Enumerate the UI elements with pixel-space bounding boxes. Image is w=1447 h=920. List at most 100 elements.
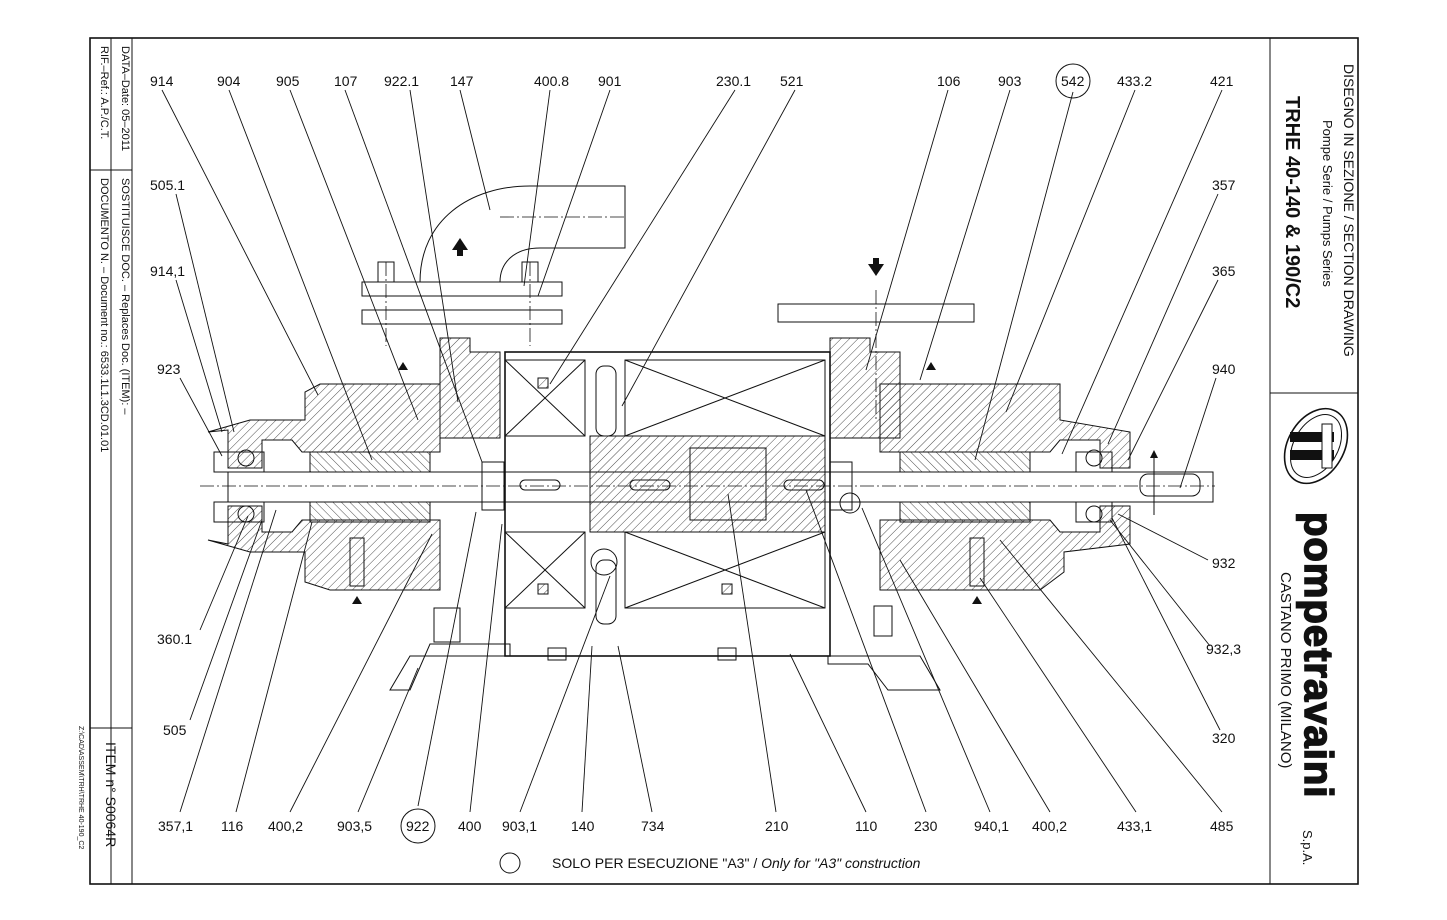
flow-up-arrow bbox=[452, 238, 468, 250]
right-support-bolt bbox=[873, 605, 893, 637]
title-line1-group: DISEGNO IN SEZIONE / SECTION DRAWING bbox=[1341, 64, 1357, 357]
label-485: 485 bbox=[1210, 818, 1234, 834]
left-bearing-outer-lower bbox=[213, 501, 265, 523]
item-number-text: ITEM n° S0064R bbox=[103, 742, 119, 847]
label-542-circle bbox=[1055, 63, 1091, 99]
elbow-pipe bbox=[419, 185, 626, 283]
title-line2-group: Pompe Serie / Pumps Series bbox=[1320, 120, 1335, 287]
impeller-right-top-x2 bbox=[624, 359, 826, 437]
left-bearing-ball-upper bbox=[237, 449, 255, 467]
label-932: 932 bbox=[1212, 555, 1236, 571]
rotation-arrow bbox=[1150, 450, 1158, 458]
label-914-1: 914,1 bbox=[150, 263, 185, 279]
company-name-group: pompetravaini bbox=[1295, 511, 1341, 799]
label-940-1: 940,1 bbox=[974, 818, 1009, 834]
callout-labels: 914 904 905 107 922.1 147 400.8 901 230.… bbox=[150, 63, 1241, 844]
ref-text: RIF.–Ref.: A.P./C.T. bbox=[98, 46, 110, 139]
label-357-1: 357,1 bbox=[158, 818, 193, 834]
casing-channel-top bbox=[595, 365, 617, 437]
label-433-2: 433.2 bbox=[1117, 73, 1152, 89]
replaces-text: SOSTITUISCE DOC. – Replaces Doc. (ITEM):… bbox=[119, 178, 131, 415]
keyway-2 bbox=[629, 479, 671, 491]
company-suffix-group: S.p.A. bbox=[1300, 830, 1315, 865]
a3-note-italian: SOLO PER ESECUZIONE "A3" / bbox=[552, 855, 761, 871]
label-107: 107 bbox=[334, 73, 358, 89]
port-square-1 bbox=[537, 377, 549, 389]
right-upper-arrow bbox=[926, 362, 936, 370]
file-path-group: Z:\CAD\ASSEM\TRH\TRHE 40-190_C2 bbox=[77, 726, 84, 849]
date-text: DATA–Date: 05–2011 bbox=[119, 46, 131, 151]
label-505-1: 505.1 bbox=[150, 177, 185, 193]
label-914: 914 bbox=[150, 73, 174, 89]
left-tie-bolt bbox=[349, 537, 365, 587]
label-542: 542 bbox=[1061, 73, 1085, 89]
impeller-left-top bbox=[504, 359, 586, 437]
left-shaft-sleeve bbox=[481, 461, 505, 511]
casing-channel-bottom bbox=[595, 559, 617, 625]
ref-text-group: RIF.–Ref.: A.P./C.T. bbox=[98, 46, 110, 139]
label-106: 106 bbox=[937, 73, 961, 89]
replaces-text-group: SOSTITUISCE DOC. – Replaces Doc. (ITEM):… bbox=[119, 178, 131, 415]
label-433-1: 433,1 bbox=[1117, 818, 1152, 834]
label-116: 116 bbox=[221, 818, 244, 834]
bottom-bolt-2 bbox=[717, 647, 737, 661]
left-foot bbox=[389, 643, 511, 691]
label-903-5: 903,5 bbox=[337, 818, 372, 834]
left-flange-top bbox=[361, 281, 563, 297]
label-505: 505 bbox=[163, 722, 187, 738]
port-square-2 bbox=[537, 583, 549, 595]
left-packing-lower bbox=[309, 501, 431, 523]
label-421: 421 bbox=[1210, 73, 1234, 89]
left-lower-arrow bbox=[352, 596, 362, 604]
company-location: CASTANO PRIMO (MILANO) bbox=[1277, 572, 1294, 768]
right-packing-lower bbox=[899, 501, 1031, 523]
label-521: 521 bbox=[780, 73, 804, 89]
document-number-text: DOCUMENTO N. – Document no.: 6533.1L1.3C… bbox=[98, 178, 110, 452]
file-path-text: Z:\CAD\ASSEM\TRH\TRHE 40-190_C2 bbox=[77, 726, 84, 849]
label-140: 140 bbox=[571, 818, 595, 834]
left-packing bbox=[309, 451, 431, 473]
label-932-3: 932,3 bbox=[1206, 641, 1241, 657]
model-title: TRHE 40-140 & 190/C2 bbox=[1281, 96, 1303, 308]
label-110: 110 bbox=[855, 818, 878, 834]
right-foot bbox=[827, 655, 941, 691]
keyway-3 bbox=[783, 479, 825, 491]
company-name: pompetravaini bbox=[1296, 512, 1340, 798]
label-923: 923 bbox=[157, 361, 181, 377]
left-flange-nut-2 bbox=[521, 261, 539, 283]
right-lower-arrow bbox=[972, 596, 982, 604]
right-bearing-ball-lower bbox=[1085, 505, 1103, 523]
shaft-key-block bbox=[689, 447, 767, 521]
label-400-2-left: 400,2 bbox=[268, 818, 303, 834]
label-940: 940 bbox=[1212, 361, 1236, 377]
bottom-bolt-1 bbox=[547, 647, 567, 661]
left-flange-bottom bbox=[361, 309, 563, 325]
sheet-border bbox=[89, 37, 1359, 885]
label-400: 400 bbox=[458, 818, 482, 834]
keyway-1 bbox=[519, 479, 561, 491]
right-bearing-ball-upper bbox=[1085, 449, 1103, 467]
central-hub bbox=[589, 435, 826, 533]
right-nut bbox=[839, 492, 861, 514]
item-text-group: ITEM n° S0064R bbox=[103, 742, 119, 847]
label-903-1: 903,1 bbox=[502, 818, 537, 834]
label-903: 903 bbox=[998, 73, 1022, 89]
label-357: 357 bbox=[1212, 177, 1236, 193]
pump-section-view bbox=[200, 185, 1215, 691]
impeller-right-bottom-x2 bbox=[624, 531, 826, 609]
label-230-1: 230.1 bbox=[716, 73, 751, 89]
date-text-group: DATA–Date: 05–2011 bbox=[119, 46, 131, 151]
label-210: 210 bbox=[765, 818, 789, 834]
right-bearing-outer bbox=[1075, 451, 1113, 473]
left-port-casing bbox=[439, 337, 501, 439]
left-support-bolt bbox=[433, 607, 461, 643]
drawing-type-title: DISEGNO IN SEZIONE / SECTION DRAWING bbox=[1341, 64, 1357, 357]
flow-down-arrow bbox=[868, 264, 884, 276]
pump-series-subtitle: Pompe Serie / Pumps Series bbox=[1320, 120, 1335, 287]
label-360-1: 360.1 bbox=[157, 631, 192, 647]
flow-up-arrow-stem bbox=[457, 250, 463, 256]
label-400-8: 400.8 bbox=[534, 73, 569, 89]
label-734: 734 bbox=[641, 818, 665, 834]
label-922-circle bbox=[400, 808, 436, 844]
